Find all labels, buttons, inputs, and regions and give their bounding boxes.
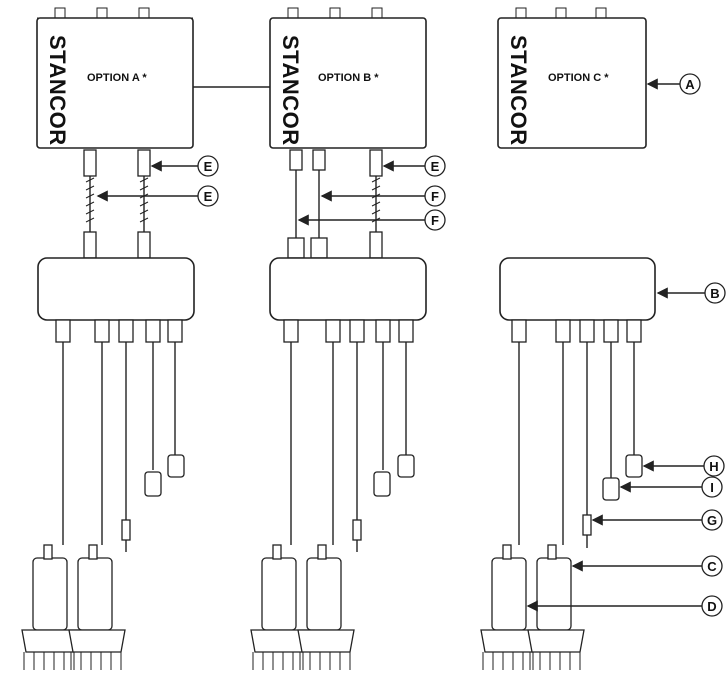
option-c-assembly: STANCOR OPTION C * <box>480 7 656 670</box>
pump-left-c <box>480 544 538 670</box>
pump-right-b <box>297 544 355 670</box>
svg-text:G: G <box>707 513 717 528</box>
pump-right-a <box>68 544 126 670</box>
option-a-label: OPTION A * <box>87 72 147 84</box>
pump-left-a <box>21 544 79 670</box>
control-box-b: STANCOR OPTION B * <box>269 7 427 149</box>
junction-box-b <box>269 257 427 321</box>
svg-text:H: H <box>709 459 718 474</box>
callout-b: B <box>656 282 726 304</box>
float-switch-h-b <box>397 454 415 478</box>
brand-label-c: STANCOR <box>506 35 531 146</box>
junction-box-c <box>499 257 656 321</box>
option-c-label: OPTION C * <box>548 72 609 84</box>
float-switch-i-b <box>373 471 391 497</box>
svg-text:F: F <box>431 213 439 228</box>
control-box-c: STANCOR OPTION C * <box>497 7 647 149</box>
callout-f-1: F <box>320 185 446 207</box>
svg-text:A: A <box>685 77 695 92</box>
callout-g: G <box>591 509 723 531</box>
pump-right-c <box>527 544 585 670</box>
option-b-label: OPTION B * <box>318 72 379 84</box>
sensor-probe-g-c <box>582 514 592 548</box>
lower-connectors-b <box>283 319 414 545</box>
cords-upper-b <box>287 149 383 259</box>
brand-label-b: STANCOR <box>278 35 303 146</box>
float-switch-h-c <box>625 454 643 478</box>
cords-upper-a <box>83 149 151 259</box>
option-a-assembly: STANCOR OPTION A * <box>21 7 270 670</box>
lower-connectors-c <box>511 319 642 545</box>
sensor-probe-g-b <box>352 519 362 552</box>
callout-h: H <box>642 455 725 477</box>
svg-text:E: E <box>431 159 440 174</box>
callout-i: I <box>619 476 723 498</box>
svg-text:E: E <box>204 159 213 174</box>
svg-text:F: F <box>431 189 439 204</box>
float-switch-i-c <box>602 477 620 501</box>
callout-e-b: E <box>382 155 446 177</box>
float-switch-i-a <box>144 471 162 497</box>
svg-text:C: C <box>707 559 717 574</box>
junction-box-a <box>37 257 195 321</box>
brand-label-a: STANCOR <box>45 35 70 146</box>
callout-f-2: F <box>297 209 446 231</box>
pump-left-b <box>250 544 308 670</box>
sensor-probe-g-a <box>121 519 131 552</box>
svg-text:D: D <box>707 599 716 614</box>
callout-e-a-1: E <box>150 155 219 177</box>
callout-a: A <box>646 73 701 95</box>
callout-e-a-2: E <box>96 185 219 207</box>
svg-text:I: I <box>710 480 714 495</box>
svg-text:E: E <box>204 189 213 204</box>
lower-connectors-a <box>55 319 183 545</box>
float-switch-h-a <box>167 454 185 478</box>
callout-d: D <box>526 595 723 617</box>
svg-text:B: B <box>710 286 719 301</box>
control-box-a: STANCOR OPTION A * <box>36 7 194 149</box>
option-b-assembly: STANCOR OPTION B * <box>250 7 427 670</box>
callout-c: C <box>571 555 723 577</box>
